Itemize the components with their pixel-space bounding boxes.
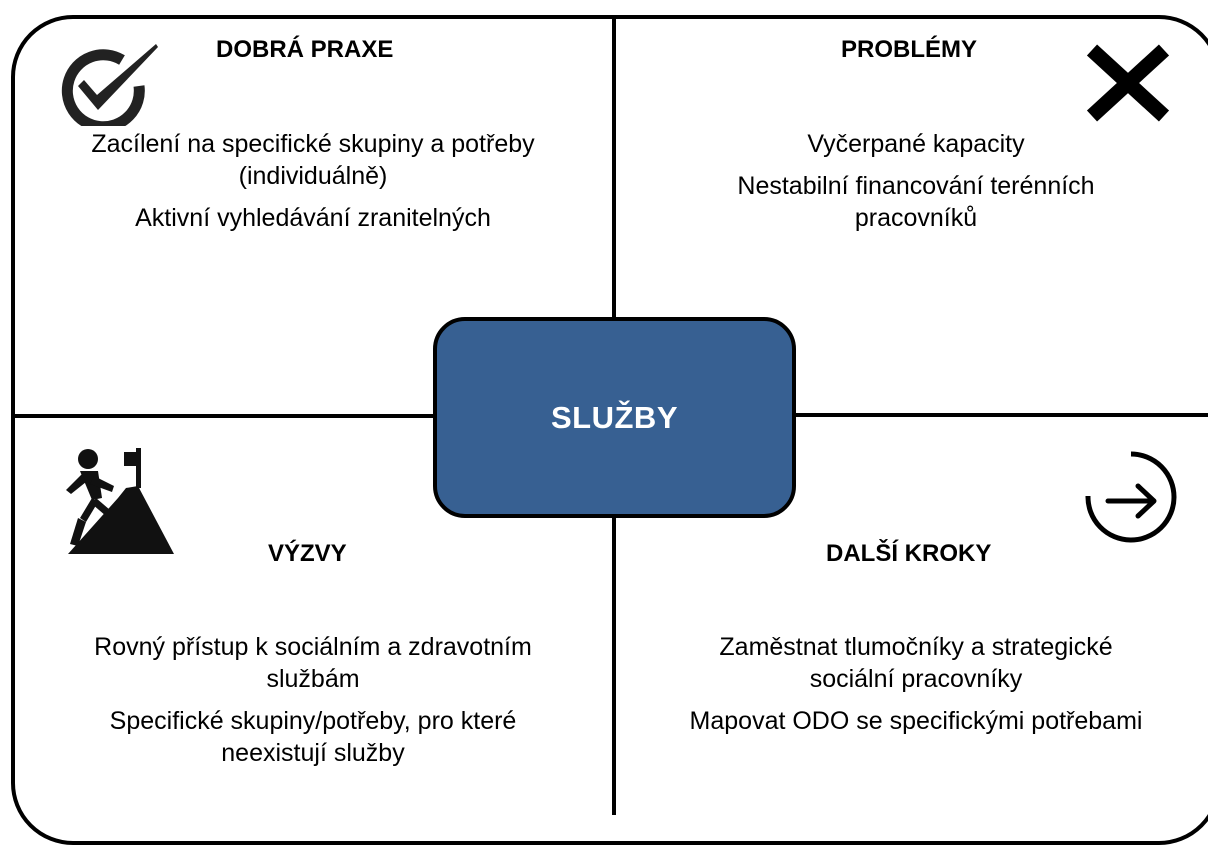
text-line: neexistují služby (221, 739, 405, 767)
heading-dalsi-kroky: DALŠÍ KROKY (826, 540, 992, 567)
center-topic-box: SLUŽBY (433, 317, 796, 518)
horizontal-divider-right (792, 413, 1208, 417)
check-circle-icon (54, 40, 160, 133)
problemy-content: Vyčerpané kapacity Nestabilní financován… (616, 128, 1208, 244)
heading-vyzvy: VÝZVY (268, 540, 347, 567)
dalsi-kroky-content: Zaměstnat tlumočníky a strategické sociá… (616, 631, 1208, 747)
dobra-praxe-content: Zacílení na specifické skupiny a potřeby… (13, 128, 613, 244)
text-line: Nestabilní financování terénních (737, 172, 1095, 200)
heading-dobra-praxe: DOBRÁ PRAXE (216, 36, 394, 63)
text-line: Vyčerpané kapacity (807, 130, 1025, 158)
text-line: Rovný přístup k sociálním a zdravotním (94, 633, 532, 661)
text-line: pracovníků (854, 204, 978, 232)
text-line: sociální pracovníky (809, 665, 1023, 693)
arrow-circle-right-icon (1076, 446, 1186, 556)
heading-problemy: PROBLÉMY (841, 36, 978, 63)
text-line: Mapovat ODO se specifickými potřebami (689, 707, 1143, 735)
center-topic-label: SLUŽBY (551, 399, 678, 435)
text-line: Zaměstnat tlumočníky a strategické (719, 633, 1113, 661)
climber-flag-icon (58, 446, 178, 556)
text-line: službám (266, 665, 360, 693)
text-line: Zacílení na specifické skupiny a potřeby (91, 130, 535, 158)
vyzvy-content: Rovný přístup k sociálním a zdravotním s… (13, 631, 613, 779)
text-line: (individuálně) (238, 162, 388, 190)
x-icon (1086, 44, 1170, 122)
text-line: Aktivní vyhledávání zranitelných (135, 204, 491, 232)
text-line: Specifické skupiny/potřeby, pro které (109, 707, 517, 735)
horizontal-divider-left (11, 414, 436, 418)
